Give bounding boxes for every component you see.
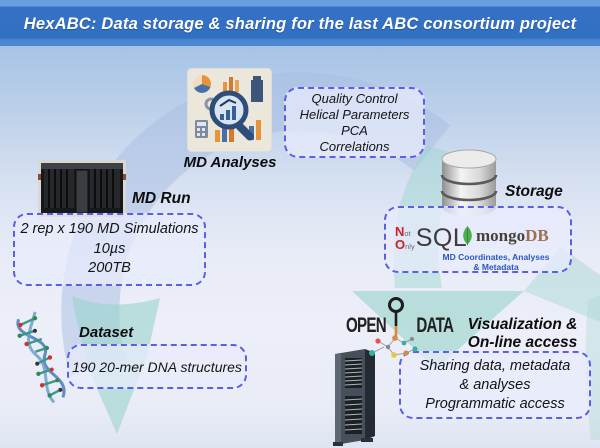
visualization-label-line: Visualization & <box>467 316 578 333</box>
nosql-o: O <box>395 236 406 252</box>
teal-fold <box>524 247 600 322</box>
callout-line: 200TB <box>88 260 131 277</box>
dna-helix-icon <box>16 311 66 404</box>
open-data-word-data: DATA <box>415 314 454 337</box>
md-analyses-image <box>187 68 272 152</box>
md-run-label: MD Run <box>132 190 191 207</box>
storage-caption-line: MD Coordinates, Analyses <box>442 252 550 262</box>
open-data-pin-icon <box>388 297 404 336</box>
mongodb-name: mongo <box>476 226 526 245</box>
database-icon <box>440 149 498 216</box>
dataset-label: Dataset <box>79 324 134 341</box>
callout-line: & analyses <box>459 376 531 393</box>
nosql-n: N <box>395 223 405 239</box>
callout-line: Correlations <box>319 138 390 154</box>
callout-line: PCA <box>341 122 368 138</box>
callout-line: Programmatic access <box>425 395 565 412</box>
storage-caption-line: & Metadata <box>473 262 519 272</box>
callout-line: 190 20-mer DNA structures <box>72 358 242 375</box>
open-data-network-icon <box>369 335 418 358</box>
mongodb-db: DB <box>525 226 549 245</box>
page-title: HexABC: Data storage & sharing for the l… <box>23 15 577 33</box>
supercomputer-image <box>38 160 126 220</box>
callout-line: 10µs <box>93 240 126 257</box>
title-bar: HexABC: Data storage & sharing for the l… <box>0 0 600 46</box>
callout-line: Helical Parameters <box>299 106 410 122</box>
callout-line: Quality Control <box>311 90 398 106</box>
visualization-label-line: On-line access <box>467 334 578 351</box>
storage-label: Storage <box>505 183 563 200</box>
magnifier-icon <box>209 90 254 141</box>
callout-line: 2 rep x 190 MD Simulations <box>20 221 199 238</box>
server-tower-image <box>333 349 375 446</box>
visualization-label: Visualization & On-line access <box>450 316 595 352</box>
open-data-word-open: OPEN <box>346 314 387 337</box>
nosql-sql: SQL <box>415 224 468 252</box>
storage-caption: MD Coordinates, Analyses & Metadata <box>426 252 566 272</box>
nosql-nly: nly <box>405 241 415 251</box>
md-analyses-label: MD Analyses <box>183 154 277 171</box>
nosql-ot: ot <box>404 228 411 238</box>
callout-line: Sharing data, metadata <box>419 357 571 374</box>
access-callout: Sharing data, metadata & analyses Progra… <box>399 351 591 419</box>
open-data-logo: OPEN DATA <box>346 297 453 360</box>
analyses-callout: Quality Control Helical Parameters PCA C… <box>284 87 425 158</box>
mongodb-leaf-icon <box>463 226 472 246</box>
simulations-callout: 2 rep x 190 MD Simulations 10µs 200TB <box>13 213 206 286</box>
dataset-callout: 190 20-mer DNA structures <box>67 344 247 389</box>
